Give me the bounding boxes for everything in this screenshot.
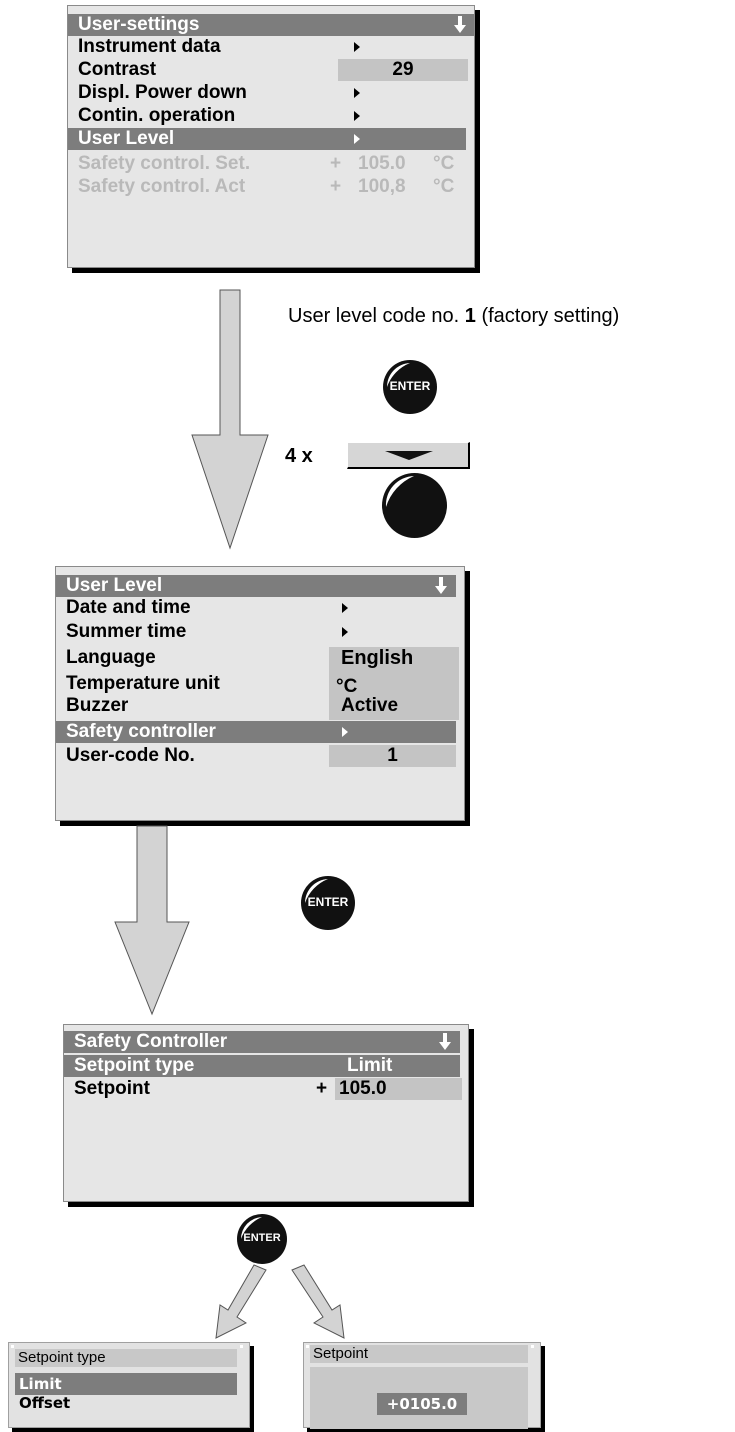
screen-title-bar: User Level [56, 575, 456, 597]
scroll-down-icon [435, 577, 447, 594]
setpoint-input[interactable]: +0105.0 [377, 1393, 467, 1415]
rotary-knob[interactable] [382, 473, 447, 538]
corner-mark [11, 1345, 14, 1348]
option-offset[interactable]: Offset [19, 1394, 71, 1412]
submenu-arrow-icon [342, 727, 348, 737]
enter-button[interactable]: ENTER [301, 876, 355, 930]
screen-title: User Level [66, 575, 163, 596]
contrast-value: 29 [338, 59, 468, 81]
menu-item-setpoint[interactable]: Setpoint + 105.0 [64, 1078, 468, 1100]
scroll-down-icon [454, 16, 466, 33]
enter-button-highlight [387, 363, 410, 387]
flow-arrow-left [215, 1264, 267, 1339]
screen-title-bar: Safety Controller [64, 1031, 460, 1053]
menu-item-summer-time[interactable]: Summer time [56, 621, 464, 643]
down-triangle-icon [385, 451, 433, 460]
buzzer-value: Active [341, 695, 399, 716]
option-limit[interactable]: Limit [15, 1373, 237, 1395]
user-settings-screen: User-settings Instrument data Contrast 2… [67, 5, 475, 268]
menu-item-user-code-no[interactable]: User-code No. 1 [56, 745, 464, 767]
setpoint-type-selector-screen: Setpoint type Limit Offset [8, 1342, 250, 1428]
menu-item-safety-control-act: Safety control. Act + 100,8 °C [78, 176, 455, 197]
corner-mark [240, 1345, 243, 1348]
setpoint-entry-screen: Setpoint +0105.0 [303, 1342, 541, 1429]
corner-mark [531, 1345, 534, 1348]
down-key-button[interactable] [347, 442, 470, 469]
mini-screen-title: Setpoint type [15, 1349, 237, 1367]
menu-item-temperature-unit[interactable]: Temperature unit °C [66, 673, 358, 697]
menu-item-display-power-down[interactable]: Displ. Power down [68, 82, 474, 104]
user-code-value: 1 [329, 745, 456, 767]
screen-title: Safety Controller [74, 1031, 228, 1052]
menu-item-instrument-data[interactable]: Instrument data [68, 36, 474, 58]
language-value: English [341, 647, 414, 669]
repeat-count-label: 4 x [285, 445, 313, 467]
enter-button[interactable]: ENTER [383, 360, 437, 414]
flow-arrow-2 [114, 825, 190, 1016]
enter-button-highlight [305, 879, 328, 903]
submenu-arrow-icon [342, 627, 348, 637]
knob-highlight [385, 476, 414, 507]
menu-item-buzzer[interactable]: Buzzer Active [66, 695, 399, 716]
menu-item-date-and-time[interactable]: Date and time [56, 597, 464, 619]
submenu-arrow-icon [354, 134, 360, 144]
enter-button-highlight [240, 1217, 262, 1239]
menu-item-setpoint-type[interactable]: Setpoint type Limit [64, 1055, 460, 1077]
menu-item-safety-controller[interactable]: Safety controller [56, 721, 456, 743]
setpoint-value: 105.0 [335, 1078, 462, 1100]
corner-mark [306, 1345, 309, 1348]
settings-values-panel [329, 647, 459, 720]
screen-title-bar: User-settings [68, 14, 474, 36]
menu-item-continuous-operation[interactable]: Contin. operation [68, 105, 474, 127]
submenu-arrow-icon [342, 603, 348, 613]
flow-arrow-right [291, 1264, 345, 1339]
menu-item-safety-control-set: Safety control. Set. + 105.0 °C [78, 153, 455, 174]
scroll-down-icon [439, 1033, 451, 1050]
submenu-arrow-icon [354, 88, 360, 98]
menu-item-user-level[interactable]: User Level [68, 128, 466, 150]
temperature-unit-value: °C [336, 676, 358, 697]
screen-title: User-settings [78, 14, 200, 35]
user-level-code-note: User level code no. 1 (factory setting) [288, 305, 620, 327]
submenu-arrow-icon [354, 111, 360, 121]
safety-controller-screen: Safety Controller Setpoint type Limit Se… [63, 1024, 469, 1202]
submenu-arrow-icon [354, 42, 360, 52]
menu-item-language[interactable]: Language English [66, 647, 414, 669]
flow-arrow-1 [191, 289, 269, 550]
enter-button[interactable]: ENTER [237, 1214, 287, 1264]
menu-item-contrast[interactable]: Contrast 29 [68, 59, 474, 81]
user-level-screen: User Level Date and time Summer time Lan… [55, 566, 465, 821]
setpoint-type-value: Limit [347, 1055, 393, 1076]
mini-screen-title: Setpoint [310, 1345, 528, 1363]
